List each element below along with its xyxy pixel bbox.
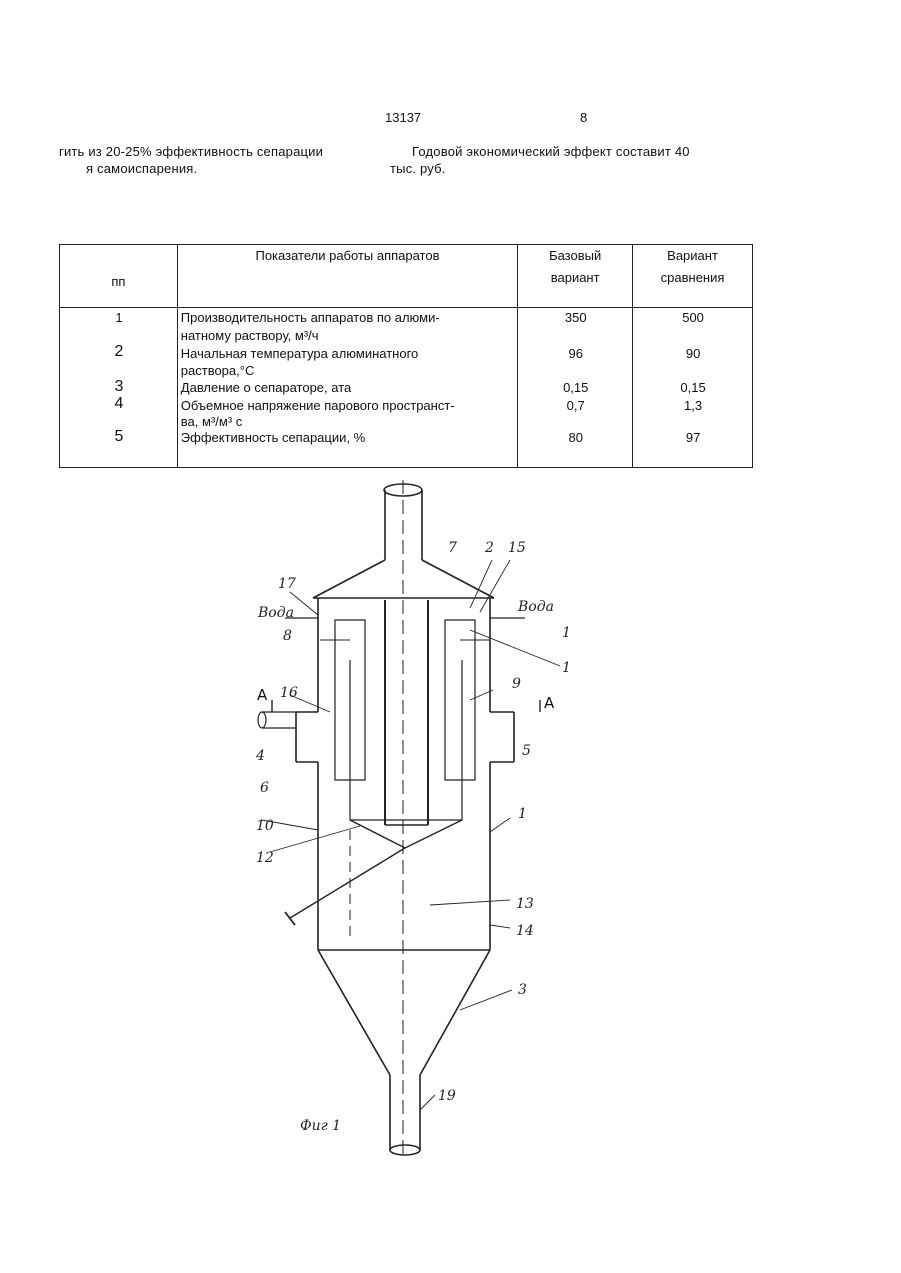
text-left-line-2: я самоиспарения.	[86, 161, 197, 176]
row-4-line-2: ва, м³/м³ с	[181, 414, 242, 429]
row-1-line-1: Производительность аппаратов по алюми-	[181, 310, 440, 325]
text-left-line-1: гить из 20-25% эффективность сепарации	[59, 144, 323, 159]
label-section-a-right: А	[544, 694, 555, 712]
label-13: 13	[516, 896, 534, 912]
patent-number: 13137	[385, 110, 421, 125]
col-number-label: пп	[60, 274, 177, 289]
row-3-line-1: Давление о сепараторе, ата	[181, 380, 351, 395]
col-base-label-2: вариант	[518, 270, 632, 285]
cell-numbers: 1 2 3 4 5	[60, 308, 178, 468]
label-5: 5	[522, 743, 531, 759]
label-11: 11	[562, 660, 570, 676]
col-compare-label-1: Вариант	[633, 248, 752, 263]
label-4: 4	[255, 748, 265, 764]
row-5-base: 80	[518, 430, 633, 445]
label-3: 3	[518, 982, 527, 998]
text-right-line-1: Годовой экономический эффект составит 40	[412, 144, 690, 159]
label-water-left: Вода	[257, 605, 294, 621]
label-7: 7	[448, 540, 457, 556]
label-section-a-left: А	[257, 686, 268, 704]
cell-indicators: Производительность аппаратов по алюми- н…	[177, 308, 517, 468]
cell-compare-values: 500 90 0,15 1,3 97	[633, 308, 753, 468]
col-base-label-1: Базовый	[518, 248, 632, 263]
label-2: 2	[484, 540, 494, 556]
row-2-compare: 90	[633, 346, 753, 361]
label-16: 16	[280, 685, 298, 701]
label-14: 14	[516, 923, 534, 939]
label-12: 12	[256, 850, 274, 866]
cell-base-values: 350 96 0,15 0,7 80	[518, 308, 633, 468]
page-number: 8	[580, 110, 587, 125]
col-header-compare: Вариант сравнения	[633, 245, 753, 308]
col-compare-label-2: сравнения	[633, 270, 752, 285]
table-header-row: пп Показатели работы аппаратов Базовый в…	[60, 245, 753, 308]
row-4-line-1: Объемное напряжение парового пространст-	[181, 398, 455, 413]
label-8: 8	[283, 628, 292, 644]
label-15: 15	[508, 540, 526, 556]
label-9: 9	[512, 676, 521, 692]
row-2-base: 96	[518, 346, 633, 361]
row-3-base: 0,15	[518, 380, 633, 395]
label-18: 18	[562, 625, 570, 641]
row-2-line-2: раствора,°С	[181, 363, 255, 378]
drawing-lines	[258, 484, 560, 1155]
row-3-compare: 0,15	[633, 380, 753, 395]
row-5-line-1: Эффективность сепарации, %	[181, 430, 365, 445]
separator-drawing: 7 2 15 17 Вода Вода 8 18 11 9 А А 16 4 5…	[230, 478, 570, 1168]
col-header-base: Базовый вариант	[518, 245, 633, 308]
label-1: 1	[518, 806, 527, 822]
table-body-row: 1 2 3 4 5 Производительность аппаратов п…	[60, 308, 753, 468]
row-number-1: 1	[60, 310, 178, 325]
label-6: 6	[260, 780, 269, 796]
row-1-compare: 500	[633, 310, 753, 325]
indicators-table: пп Показатели работы аппаратов Базовый в…	[59, 244, 753, 468]
label-17: 17	[278, 576, 296, 592]
row-number-3: 3	[60, 378, 178, 396]
row-1-base: 350	[518, 310, 633, 325]
label-10: 10	[256, 818, 274, 834]
row-2-line-1: Начальная температура алюминатного	[181, 346, 419, 361]
row-number-2: 2	[60, 343, 178, 361]
col-header-number: пп	[60, 245, 178, 308]
figure-caption: Фиг 1	[300, 1118, 341, 1134]
col-header-indicator: Показатели работы аппаратов	[177, 245, 517, 308]
row-1-line-2: натному раствору, м³/ч	[181, 328, 319, 343]
row-number-4: 4	[60, 395, 178, 413]
row-4-compare: 1,3	[633, 398, 753, 413]
col-indicator-label: Показатели работы аппаратов	[178, 248, 517, 263]
row-4-base: 0,7	[518, 398, 633, 413]
label-water-right: Вода	[517, 599, 554, 615]
row-number-5: 5	[60, 428, 178, 446]
text-right-line-2: тыс. руб.	[390, 161, 446, 176]
row-5-compare: 97	[633, 430, 753, 445]
label-19: 19	[438, 1088, 456, 1104]
